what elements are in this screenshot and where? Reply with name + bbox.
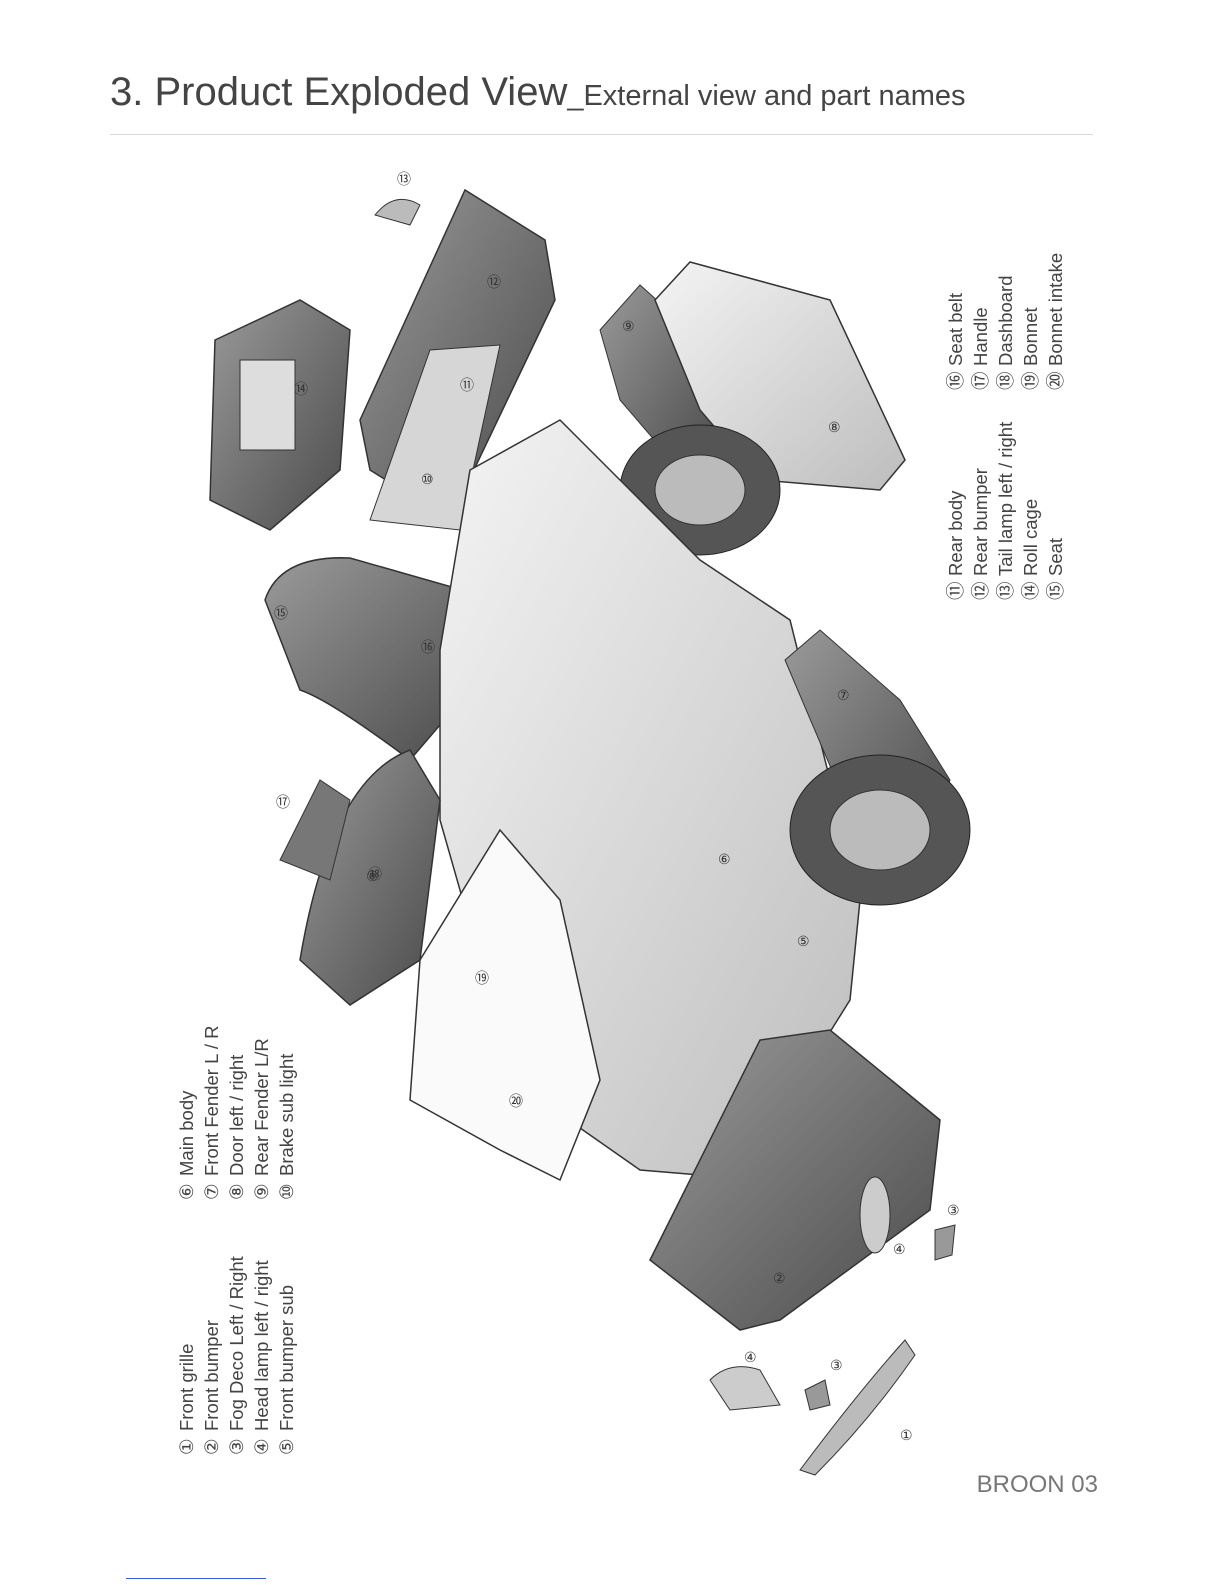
legend-item: ⑭Roll cage bbox=[1020, 498, 1041, 600]
legend-left-col2: ⑥Main body ⑦Front Fender L / R ⑧Door lef… bbox=[174, 1026, 299, 1200]
bonnet-part bbox=[409, 828, 601, 1182]
callout-7: ⑦ bbox=[837, 687, 850, 703]
callout-14: ⑭ bbox=[294, 381, 308, 397]
callout-8b: ⑧ bbox=[366, 868, 379, 884]
title-divider bbox=[110, 134, 1093, 135]
legend-right: ⑪Rear body ⑫Rear bumper ⑬Tail lamp left … bbox=[943, 422, 1068, 600]
exploded-view-illustration: ① ② ③ ④ ⑤ ⑥ ⑦ ⑧ ⑨ ⑩ ⑪ ⑫ ⑬ ⑭ ⑮ ⑯ ⑰ ⑱ ⑲ ⑳ … bbox=[209, 171, 971, 1476]
legend-item: ⑨Rear Fender L/R bbox=[251, 1038, 272, 1200]
callout-8: ⑧ bbox=[828, 419, 841, 435]
legend-item: ④Head lamp left / right bbox=[251, 1260, 272, 1455]
callout-19: ⑲ bbox=[475, 970, 489, 986]
callout-16: ⑯ bbox=[421, 639, 435, 655]
page-title: 3. Product Exploded View_External view a… bbox=[110, 70, 965, 115]
legend-item: ⑩Brake sub light bbox=[276, 1053, 297, 1200]
legend-right-col2: ⑯Seat belt ⑰Handle ⑱Dashboard ⑲Bonnet ⑳B… bbox=[943, 253, 1068, 390]
legend-item: ⑯Seat belt bbox=[945, 292, 966, 390]
legend-left-2: ⑥Main body ⑦Front Fender L / R ⑧Door lef… bbox=[174, 1026, 299, 1200]
callout-3b: ③ bbox=[830, 1357, 843, 1373]
callout-4: ④ bbox=[893, 1241, 906, 1257]
callout-10: ⑩ bbox=[421, 471, 434, 487]
legend-item: ①Front grille bbox=[176, 1343, 197, 1455]
door-part bbox=[654, 261, 906, 491]
front-bumper-part bbox=[649, 1029, 941, 1331]
callout-9: ⑨ bbox=[622, 318, 635, 334]
legend-right-2: ⑯Seat belt ⑰Handle ⑱Dashboard ⑲Bonnet ⑳B… bbox=[943, 253, 1068, 390]
callout-3: ③ bbox=[947, 1202, 960, 1218]
roll-cage-part bbox=[209, 299, 351, 531]
page-label: BROON 03 bbox=[976, 1471, 1098, 1498]
head-lamp-part-2 bbox=[709, 1366, 781, 1411]
title-subtitle: _External view and part names bbox=[567, 80, 966, 112]
callout-12: ⑫ bbox=[487, 274, 501, 290]
legend-item: ⑪Rear body bbox=[945, 490, 966, 600]
callout-20: ⑳ bbox=[509, 1093, 523, 1109]
callout-4b: ④ bbox=[744, 1349, 757, 1365]
fog-deco-part-2 bbox=[804, 1379, 831, 1411]
head-lamp-part bbox=[859, 1176, 891, 1254]
legend-item: ⑰Handle bbox=[970, 307, 991, 390]
legend-item: ⑥Main body bbox=[176, 1090, 197, 1200]
legend-item: ⑱Dashboard bbox=[995, 275, 1016, 390]
legend-item: ⑳Bonnet intake bbox=[1045, 252, 1066, 390]
callout-13: ⑬ bbox=[397, 171, 411, 187]
front-grille-part bbox=[799, 1339, 916, 1476]
dashboard-part bbox=[299, 749, 441, 1006]
handle-part bbox=[279, 779, 351, 881]
legend-item: ⑧Door left / right bbox=[226, 1054, 247, 1200]
fog-deco-part bbox=[934, 1224, 956, 1261]
legend-item: ⑮Seat bbox=[1045, 537, 1066, 600]
legend-left-col1: ①Front grille ②Front bumper ③Fog Deco Le… bbox=[174, 1256, 299, 1455]
callout-2: ② bbox=[773, 1270, 786, 1286]
legend-item: ②Front bumper bbox=[201, 1319, 222, 1455]
callout-15: ⑮ bbox=[274, 605, 288, 621]
tail-lamp-part bbox=[374, 198, 421, 226]
callout-17: ⑰ bbox=[276, 794, 290, 810]
callout-6: ⑥ bbox=[718, 851, 731, 867]
title-main: 3. Product Exploded View bbox=[110, 70, 568, 114]
callout-11: ⑪ bbox=[460, 377, 474, 393]
bottom-link-underline bbox=[126, 1578, 266, 1579]
callout-5: ⑤ bbox=[797, 933, 810, 949]
legend-left: ①Front grille ②Front bumper ③Fog Deco Le… bbox=[174, 1256, 299, 1455]
callout-labels: ① ② ③ ④ ⑤ ⑥ ⑦ ⑧ ⑨ ⑩ ⑪ ⑫ ⑬ ⑭ ⑮ ⑯ ⑰ ⑱ ⑲ ⑳ … bbox=[274, 171, 960, 1443]
legend-item: ③Fog Deco Left / Right bbox=[226, 1256, 247, 1455]
callout-1: ① bbox=[900, 1427, 913, 1443]
callout-18: ⑱ bbox=[368, 866, 382, 882]
legend-item: ⑫Rear bumper bbox=[970, 468, 991, 600]
legend-item: ⑲Bonnet bbox=[1020, 307, 1041, 390]
legend-item: ⑦Front Fender L / R bbox=[201, 1025, 222, 1200]
legend-item: ⑬Tail lamp left / right bbox=[995, 421, 1016, 600]
legend-item: ⑤Front bumper sub bbox=[276, 1284, 297, 1455]
legend-right-col1: ⑪Rear body ⑫Rear bumper ⑬Tail lamp left … bbox=[943, 422, 1068, 600]
